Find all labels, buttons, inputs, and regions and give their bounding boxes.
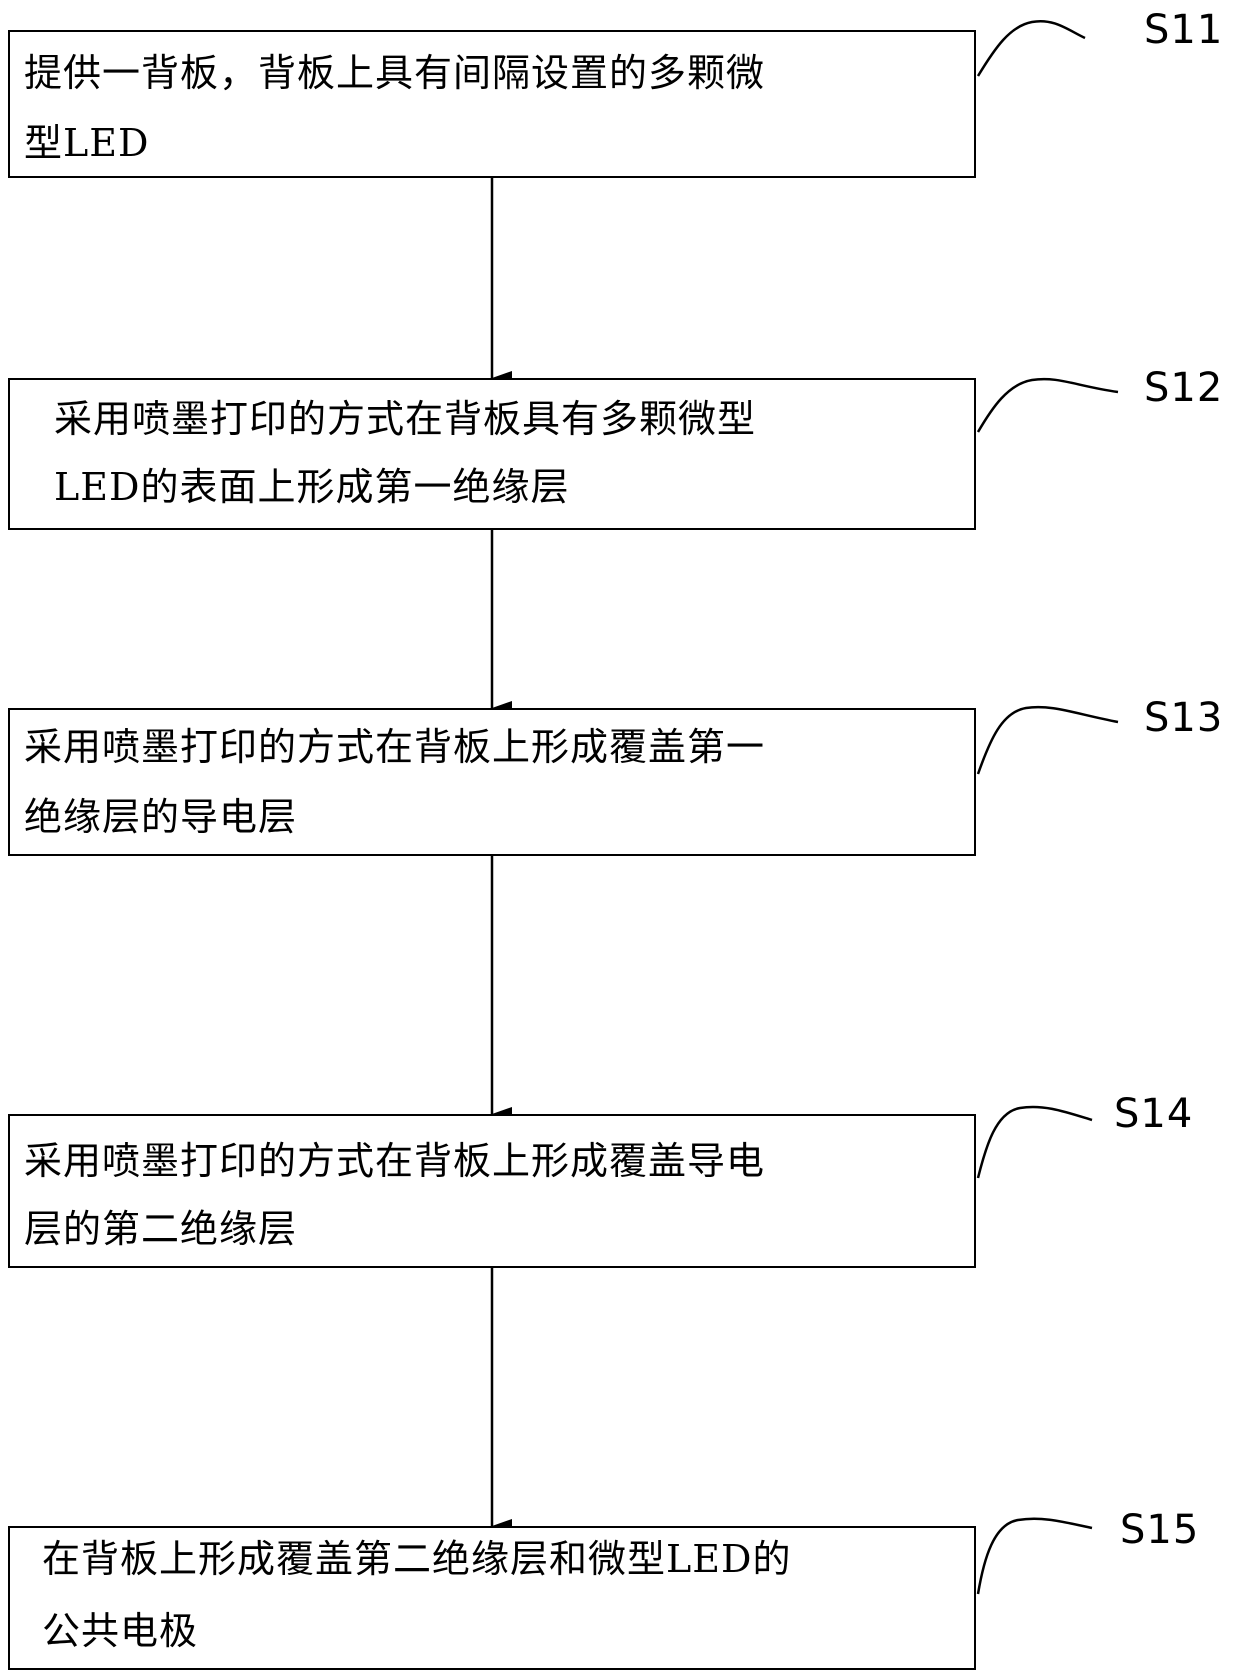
step-s15-text-line-1: 在背板上形成覆盖第二绝缘层和微型LED的	[42, 1532, 791, 1586]
step-s13-text-line-1: 采用喷墨打印的方式在背板上形成覆盖第一	[24, 720, 765, 774]
step-box-s14: 采用喷墨打印的方式在背板上形成覆盖导电 层的第二绝缘层	[8, 1114, 976, 1268]
step-box-s11: 提供一背板，背板上具有间隔设置的多颗微 型LED	[8, 30, 976, 178]
step-box-s15: 在背板上形成覆盖第二绝缘层和微型LED的 公共电极	[8, 1526, 976, 1670]
label-leader-s13	[978, 707, 1118, 774]
label-leader-s14	[978, 1107, 1092, 1178]
label-leader-s15	[978, 1519, 1092, 1594]
step-s11-text-line-2: 型LED	[24, 116, 149, 170]
step-label-s12: S12	[1144, 368, 1223, 408]
step-label-s14: S14	[1114, 1094, 1193, 1134]
label-leader-s12	[978, 379, 1118, 432]
step-s11-text-line-1: 提供一背板，背板上具有间隔设置的多颗微	[24, 46, 765, 100]
step-s14-text-line-2: 层的第二绝缘层	[24, 1202, 297, 1256]
step-s14-text-line-1: 采用喷墨打印的方式在背板上形成覆盖导电	[24, 1134, 765, 1188]
step-label-s15: S15	[1120, 1510, 1199, 1550]
label-leader-s11	[978, 21, 1085, 76]
step-s15-text-line-2: 公共电极	[42, 1604, 198, 1658]
step-s12-text-line-2: LED的表面上形成第一绝缘层	[54, 460, 569, 514]
step-label-s13: S13	[1144, 698, 1223, 738]
step-box-s13: 采用喷墨打印的方式在背板上形成覆盖第一 绝缘层的导电层	[8, 708, 976, 856]
step-s13-text-line-2: 绝缘层的导电层	[24, 790, 297, 844]
step-box-s12: 采用喷墨打印的方式在背板具有多颗微型 LED的表面上形成第一绝缘层	[8, 378, 976, 530]
step-label-s11: S11	[1144, 10, 1223, 50]
step-s12-text-line-1: 采用喷墨打印的方式在背板具有多颗微型	[54, 392, 756, 446]
